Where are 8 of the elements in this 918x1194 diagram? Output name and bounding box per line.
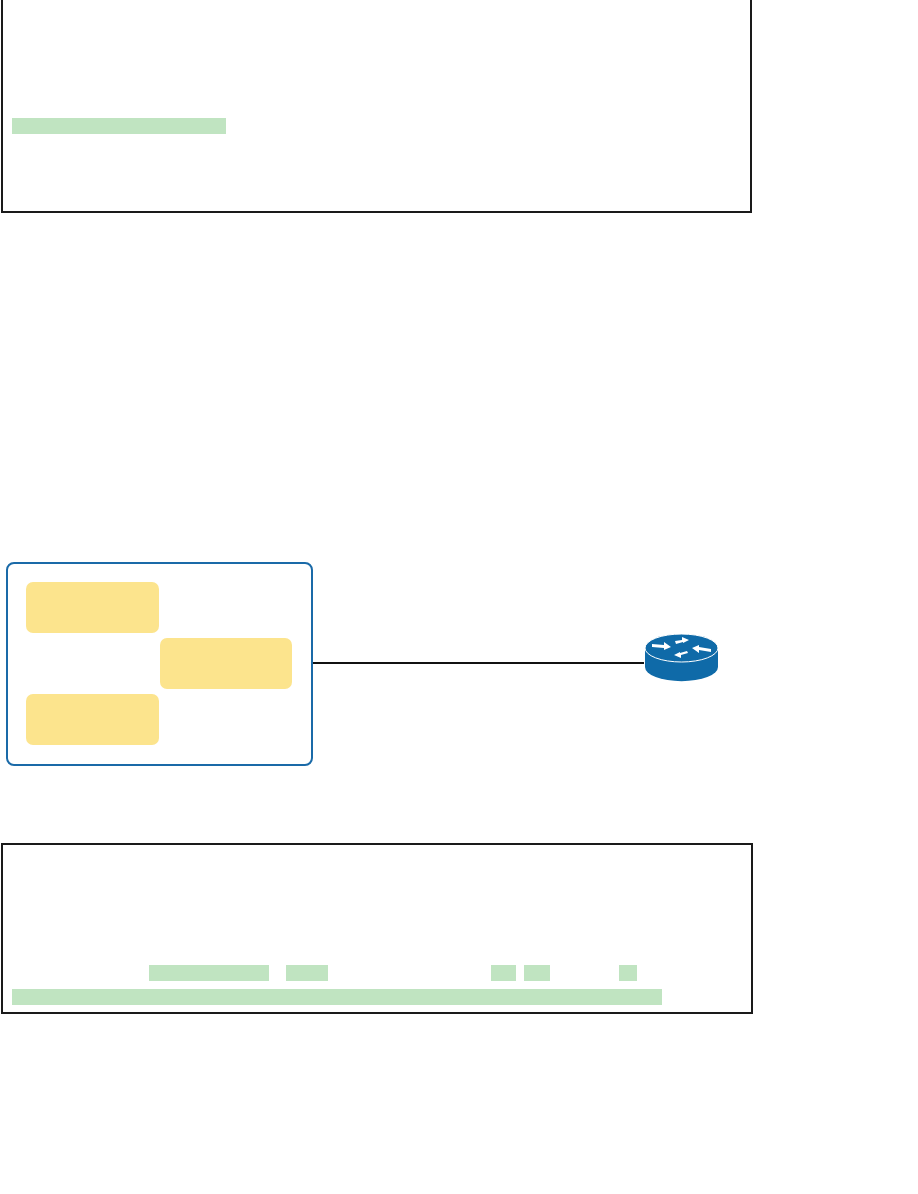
console-output-panel: [1, 0, 752, 213]
connector-line: [312, 662, 645, 664]
console-output-panel: [1, 843, 753, 1014]
process-box: [26, 694, 159, 745]
group-box: [6, 562, 313, 766]
process-box: [160, 638, 292, 689]
router-icon: [644, 632, 719, 683]
process-box: [26, 582, 159, 633]
